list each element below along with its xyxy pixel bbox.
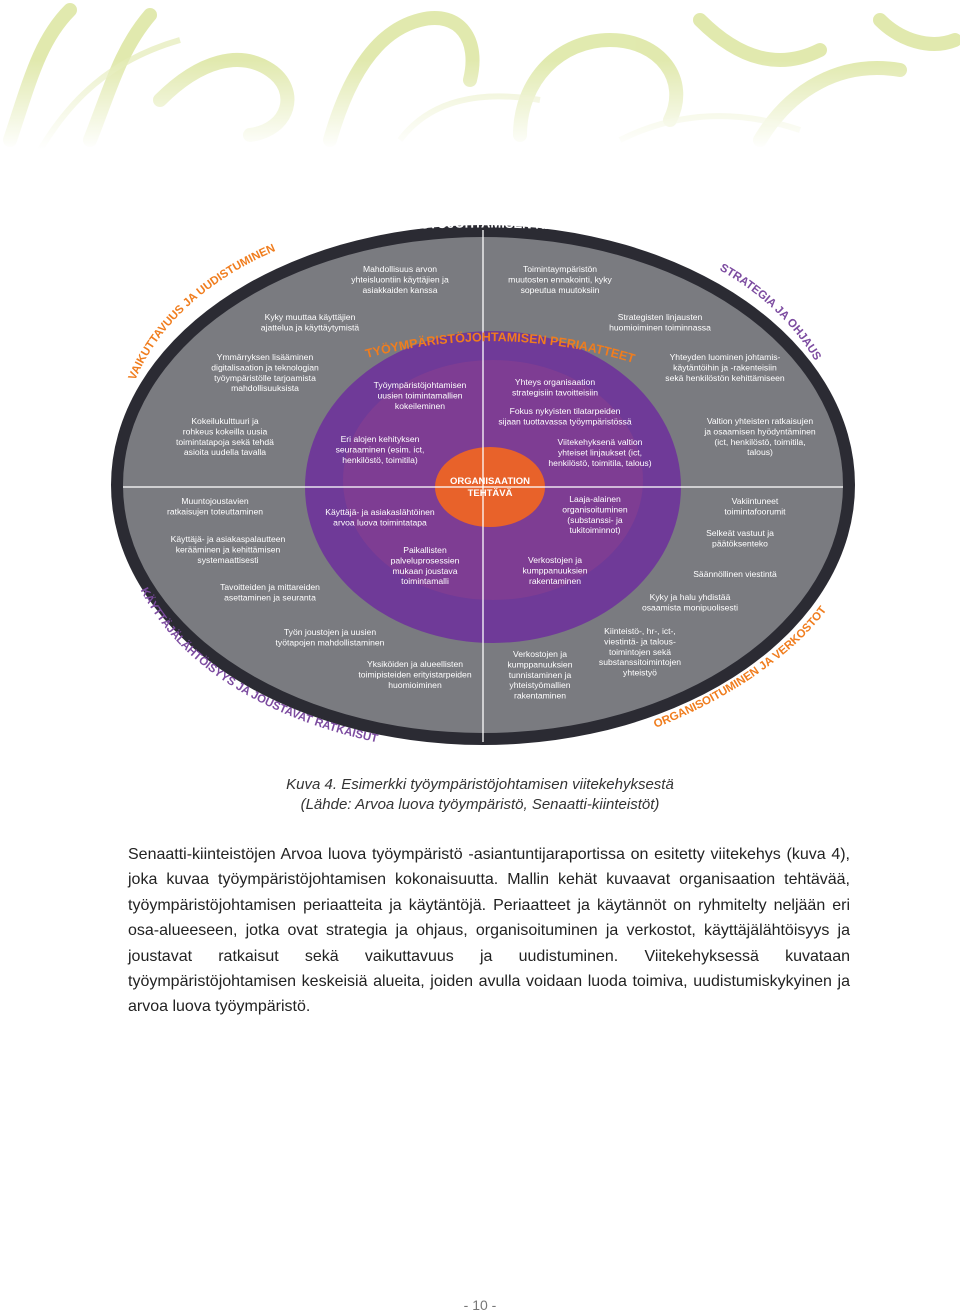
header-decoration <box>0 3 960 150</box>
body-paragraph: Senaatti-kiinteistöjen Arvoa luova työym… <box>128 846 850 1016</box>
practice-p6: Yhteyden luominen johtamis-käytäntöihin … <box>665 352 785 383</box>
practices-heading: TYÖYMPÄRISTÖJOHTAMISEN KÄYTÄNNÖT <box>342 215 617 236</box>
practice-p17: Kiinteistö-, hr-, ict-,viestintä- ja tal… <box>599 626 681 678</box>
body-text: Senaatti-kiinteistöjen Arvoa luova työym… <box>128 842 850 1020</box>
framework-diagram: TYÖYMPÄRISTÖJOHTAMISEN KÄYTÄNNÖT TYÖYMPÄ… <box>111 215 855 745</box>
page-number: - 10 - <box>463 1297 497 1313</box>
figure-source: (Lähde: Arvoa luova työympäristö, Senaat… <box>300 796 660 813</box>
practice-p13: Säännöllinen viestintä <box>693 569 777 579</box>
figure-caption: Kuva 4. Esimerkki työympäristöjohtamisen… <box>286 776 674 793</box>
